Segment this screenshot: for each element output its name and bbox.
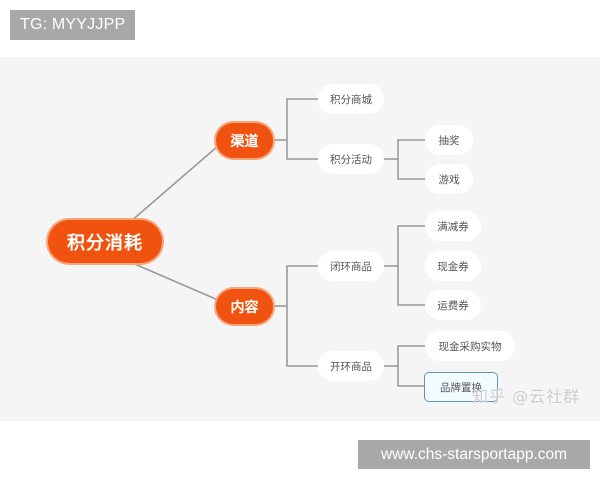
node-game[interactable]: 游戏 — [425, 164, 473, 194]
top-tag-label: TG: MYYJJPP — [10, 10, 135, 40]
node-label: 闭环商品 — [330, 260, 372, 273]
node-label: 运费券 — [437, 299, 469, 312]
node-label: 品牌置换 — [440, 381, 482, 394]
root-node[interactable]: 积分消耗 — [48, 220, 162, 263]
node-closed-loop-goods[interactable]: 闭环商品 — [318, 251, 384, 281]
node-cash-purchase-goods[interactable]: 现金采购实物 — [425, 331, 515, 361]
node-label: 现金券 — [437, 260, 469, 273]
node-label: 开环商品 — [330, 360, 372, 373]
branch-node-channel[interactable]: 渠道 — [216, 123, 273, 158]
branch-node-content[interactable]: 内容 — [216, 289, 273, 324]
node-label: 抽奖 — [438, 134, 460, 147]
node-label: 现金采购实物 — [438, 340, 502, 353]
node-points-activity[interactable]: 积分活动 — [318, 144, 384, 174]
root-node-label: 积分消耗 — [67, 232, 143, 254]
node-label: 满减券 — [437, 220, 469, 233]
node-discount-coupon[interactable]: 满减券 — [425, 211, 481, 241]
node-brand-exchange-selected[interactable]: 品牌置换 — [424, 372, 498, 402]
branch-node-label: 渠道 — [230, 133, 259, 150]
node-label: 积分商城 — [330, 93, 372, 106]
node-shipping-coupon[interactable]: 运费券 — [425, 290, 481, 320]
zhihu-watermark: 知乎 @云社群 — [472, 387, 581, 406]
bottom-url-tag: www.chs-starsportapp.com — [358, 440, 590, 469]
node-label: 游戏 — [438, 173, 460, 186]
node-label: 积分活动 — [330, 153, 372, 166]
node-lottery[interactable]: 抽奖 — [425, 125, 473, 155]
node-open-loop-goods[interactable]: 开环商品 — [318, 351, 384, 381]
branch-node-label: 内容 — [230, 299, 259, 316]
node-points-mall[interactable]: 积分商城 — [318, 84, 384, 114]
node-cash-coupon[interactable]: 现金券 — [425, 251, 481, 281]
